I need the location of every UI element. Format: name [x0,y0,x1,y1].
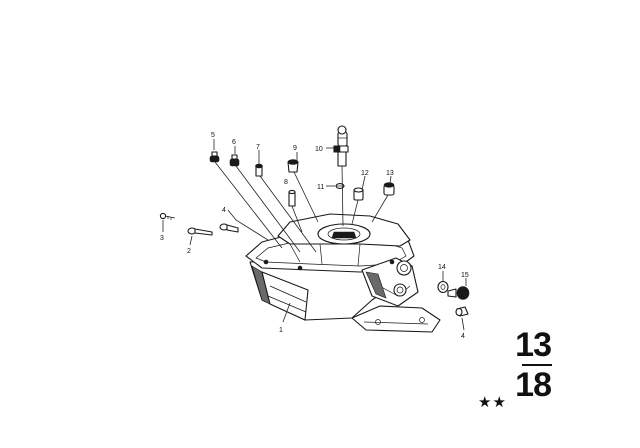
callout-10: 10 [315,146,323,153]
housing-part [245,213,441,333]
callout-13: 13 [386,170,394,177]
stars-mark: ★★ [478,393,507,411]
callout-15: 15 [461,272,469,279]
plug-part-4-right [455,306,469,317]
callout-11: 11 [317,184,324,191]
callout-14: 14 [438,264,446,271]
group-number-bottom: 18 [515,366,552,404]
callout-9: 9 [293,145,297,152]
clip-part-11 [335,183,345,189]
group-divider [522,364,552,366]
fitting-part-6 [229,154,240,167]
bolt-part-2 [187,227,213,236]
pin-part-8 [288,189,296,207]
callout-5: 5 [211,132,215,139]
callout-4-left: 4 [222,207,226,214]
callout-3: 3 [160,235,164,242]
callout-7: 7 [256,144,260,151]
shaft-part-10 [333,125,349,167]
callout-labels: 1 2 3 4 4 5 6 7 8 9 10 11 12 13 14 15 [160,132,469,340]
callout-2: 2 [187,248,191,255]
plug-part-13 [383,182,395,196]
group-number-top: 13 [515,326,552,364]
washer-part-14 [437,280,449,294]
fitting-part-5 [209,151,220,163]
callout-8: 8 [284,179,288,186]
drain-plug-part-15 [447,286,470,300]
leader-lines [162,139,467,331]
plug-part-9 [287,159,299,173]
callout-12: 12 [361,170,369,177]
plug-part-12 [353,187,364,201]
callout-4-right: 4 [461,333,465,340]
plug-part-4-left [219,223,239,233]
callout-1: 1 [279,327,283,334]
screw-part-3 [159,212,176,220]
callout-6: 6 [232,139,236,146]
pin-part-7 [255,163,263,177]
